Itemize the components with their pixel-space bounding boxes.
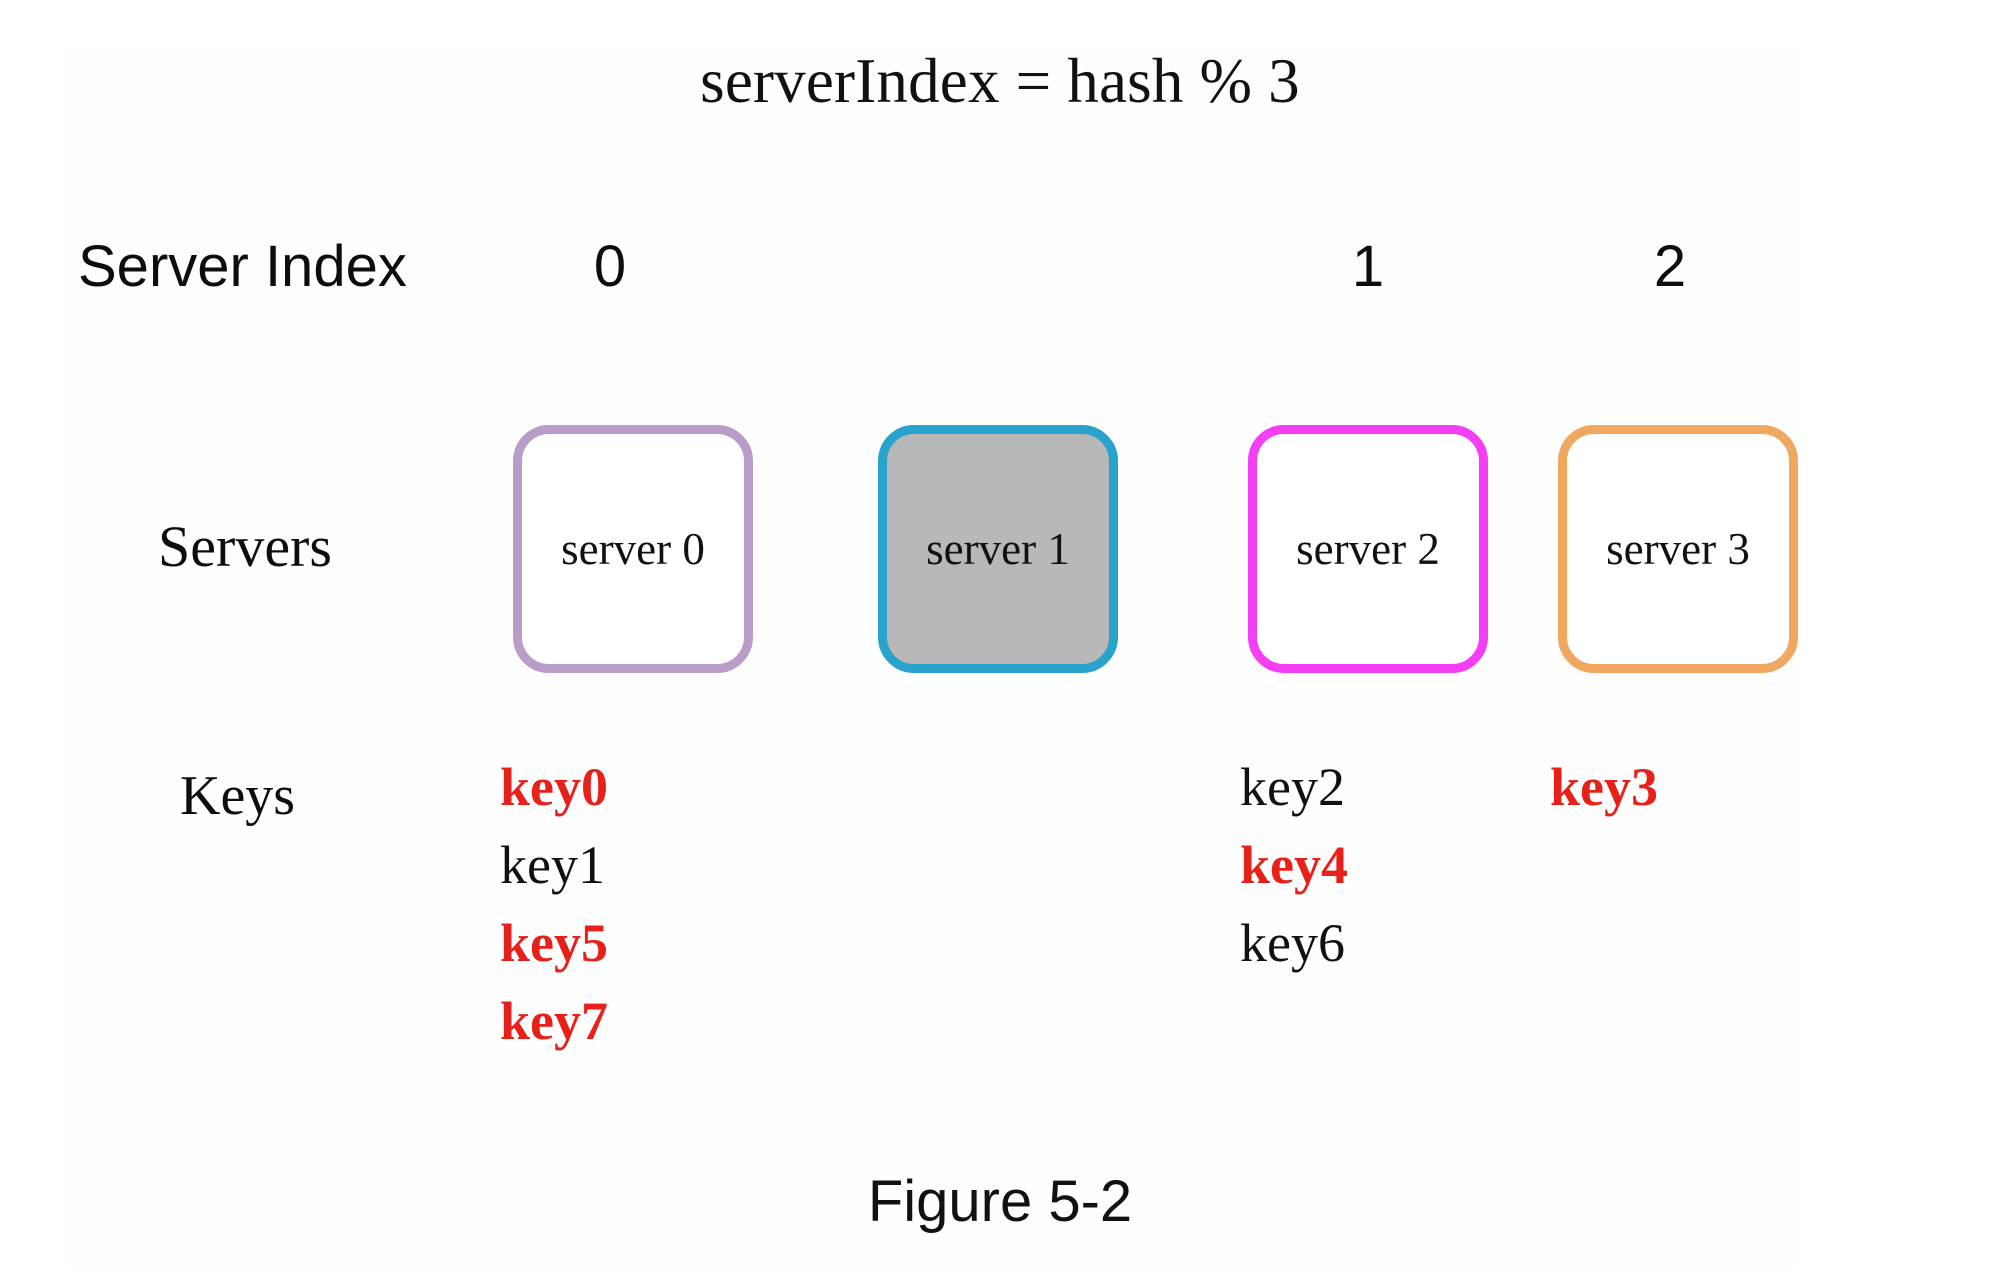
key-item: key4 — [1240, 835, 1348, 895]
server-index-value-1: 1 — [1351, 234, 1385, 299]
server-index-value-2: 2 — [1653, 234, 1687, 299]
server-node-label-3: server 3 — [1606, 523, 1750, 574]
key-item: key0 — [500, 757, 608, 817]
server-node-label-1: server 1 — [926, 523, 1070, 574]
key-item: key1 — [500, 835, 605, 895]
server-node-label-0: server 0 — [561, 523, 705, 574]
keys-column-server-0: key0 key1 key5 key7 — [500, 760, 800, 1072]
key-item: key7 — [500, 991, 608, 1051]
page-title: serverIndex = hash % 3 — [700, 46, 1300, 116]
server-node-1[interactable]: server 1 — [878, 425, 1118, 673]
key-item: key2 — [1240, 757, 1345, 817]
servers-row-label: Servers — [158, 514, 332, 579]
server-node-0[interactable]: server 0 — [513, 425, 753, 673]
key-item: key6 — [1240, 913, 1345, 973]
server-index-row-label: Server Index — [78, 234, 407, 299]
key-item: key5 — [500, 913, 608, 973]
figure-caption: Figure 5-2 — [867, 1169, 1133, 1234]
keys-column-server-2: key2 key4 key6 — [1240, 760, 1540, 994]
server-node-label-2: server 2 — [1296, 523, 1440, 574]
server-node-3[interactable]: server 3 — [1558, 425, 1798, 673]
key-item: key3 — [1550, 757, 1658, 817]
keys-column-server-3: key3 — [1550, 760, 1850, 838]
server-index-value-0: 0 — [593, 234, 627, 299]
keys-row-label: Keys — [180, 765, 296, 827]
server-node-2[interactable]: server 2 — [1248, 425, 1488, 673]
